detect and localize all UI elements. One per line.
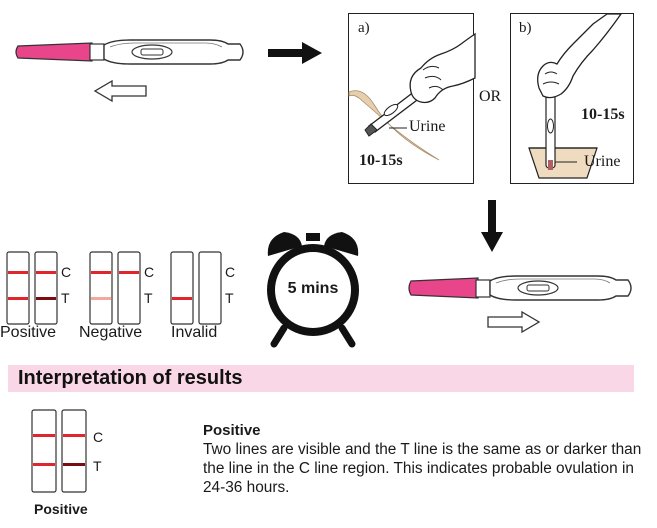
panel-b-urine-label: Urine: [584, 153, 621, 170]
positive-t-label: T: [61, 290, 70, 306]
or-label: OR: [479, 88, 502, 105]
positive-left-control-line: [8, 271, 28, 274]
timer-label: 5 mins: [287, 280, 339, 297]
positive-left-test-line: [8, 297, 28, 300]
section-title: Interpretation of results: [18, 367, 243, 389]
hollow-left-arrow-icon: [93, 79, 147, 103]
strip-pair-negative: [89, 251, 141, 325]
result-right-test-line: [63, 463, 85, 466]
test-stick-capped: [408, 275, 632, 301]
result-left-control-line: [33, 434, 55, 437]
solid-right-arrow-icon: [268, 42, 322, 64]
hand-holding-stick-in-stream-illustration: [348, 32, 476, 161]
panel-a-stream: a) Urine 10-15s: [348, 13, 476, 184]
panel-b-label: b): [519, 20, 532, 36]
panel-b-cup: b) 10-15s Urine: [510, 13, 634, 184]
negative-c-label: C: [144, 264, 155, 280]
section-header-bar: Interpretation of results: [8, 365, 634, 392]
positive-c-label: C: [61, 264, 72, 280]
hand-dipping-stick-in-cup-illustration: [528, 13, 623, 179]
result-t-label: T: [93, 458, 102, 474]
hollow-right-arrow-icon: [487, 310, 541, 334]
result-right-control-line: [63, 434, 85, 437]
invalid-left-test-line: [172, 297, 192, 300]
test-stick-top-body: [15, 39, 244, 65]
result-left-test-line: [33, 463, 55, 466]
negative-left-control-line: [91, 271, 111, 274]
result-c-label: C: [93, 429, 104, 445]
strip-pair-positive: [6, 251, 58, 325]
result-description: Two lines are visible and the T line is …: [203, 441, 642, 496]
panel-b-time-label: 10-15s: [581, 106, 625, 123]
positive-right-test-line: [36, 297, 56, 300]
panel-a-label: a): [358, 20, 370, 36]
negative-right-control-line: [119, 271, 139, 274]
strip-pair-invalid: [170, 251, 222, 325]
positive-caption: Positive: [0, 324, 57, 341]
negative-caption: Negative: [79, 324, 143, 341]
positive-right-control-line: [36, 271, 56, 274]
panel-a-time-label: 10-15s: [359, 152, 403, 169]
negative-left-test-line: [91, 297, 111, 300]
invalid-t-label: T: [225, 290, 234, 306]
invalid-caption: Invalid: [171, 324, 218, 341]
result-strip-caption: Positive: [34, 501, 88, 517]
negative-t-label: T: [144, 290, 153, 306]
result-title: Positive: [203, 422, 261, 439]
solid-down-arrow-icon: [481, 200, 503, 252]
panel-a-urine-label: Urine: [409, 118, 446, 135]
invalid-c-label: C: [225, 264, 236, 280]
